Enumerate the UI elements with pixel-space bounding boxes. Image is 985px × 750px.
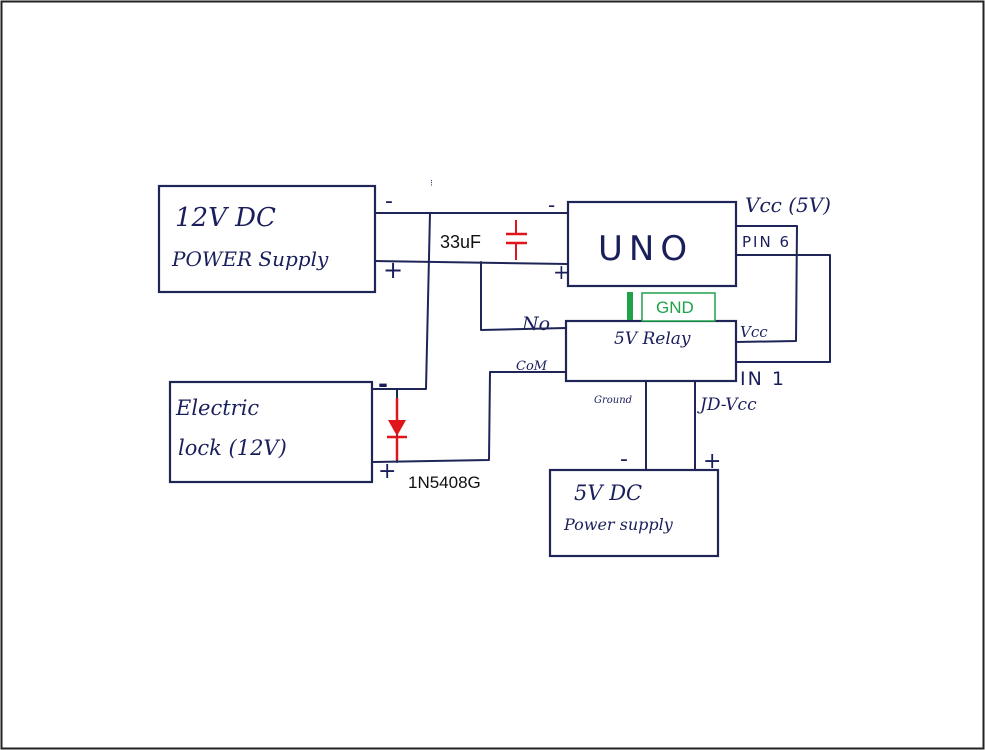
psu-12v-label-2: POWER Supply <box>171 247 329 271</box>
psu-12v-minus: - <box>385 189 393 214</box>
gnd-label: GND <box>656 298 694 317</box>
wire-com-to-lock-plus <box>371 371 567 463</box>
relay-jdvcc-label: JD-Vcc <box>697 395 757 415</box>
gnd-box <box>641 292 716 322</box>
uno-block: UNO Vcc (5V) PIN 6 - + <box>548 193 831 288</box>
relay-ground-label: Ground <box>594 395 632 406</box>
lock-label-1: Electric <box>175 396 259 420</box>
wire-12v-plus-to-uno <box>374 260 569 265</box>
lock-minus: - <box>378 370 388 398</box>
relay-vcc-label: Vcc <box>740 323 768 341</box>
diode-symbol <box>387 398 407 460</box>
psu-5v-minus: - <box>620 447 628 472</box>
wire-plus-to-relay-no <box>480 261 567 331</box>
wire-minus-to-lock <box>371 212 431 390</box>
relay-in1-label: IN 1 <box>740 368 786 390</box>
psu-12v-label-1: 12V DC <box>175 203 276 233</box>
lock-plus: + <box>378 459 396 484</box>
wire-relay-in1-to-uno-pin6 <box>735 254 831 363</box>
relay-no-label: No <box>521 313 550 335</box>
diode-label: 1N5408G <box>408 473 481 492</box>
capacitor-symbol <box>506 220 527 260</box>
gnd-annotation: GND <box>627 292 716 322</box>
stray-mark: ⁝ <box>430 179 433 189</box>
capacitor-label: 33uF <box>440 232 481 252</box>
psu-5v-plus: + <box>703 449 721 474</box>
uno-minus: - <box>548 193 555 217</box>
lock-label-2: lock (12V) <box>178 436 287 460</box>
psu-5v-label-1: 5V DC <box>574 481 642 505</box>
relay-block: 5V Relay No CoM Vcc IN 1 Ground JD-Vcc <box>516 313 786 415</box>
psu-5v-block: 5V DC Power supply - + <box>548 447 721 558</box>
uno-plus: + <box>553 260 570 284</box>
relay-com-label: CoM <box>516 359 548 374</box>
uno-pin6-label: PIN 6 <box>742 233 791 251</box>
electric-lock-block: Electric lock (12V) - + <box>168 370 396 484</box>
wire-relay-vcc-to-uno-vcc <box>735 225 798 343</box>
psu-12v-plus: + <box>383 256 403 284</box>
psu-5v-label-2: Power supply <box>563 515 674 534</box>
uno-vcc-label: Vcc (5V) <box>745 193 831 217</box>
gnd-marker <box>627 292 633 320</box>
uno-label: UNO <box>598 229 693 269</box>
relay-label: 5V Relay <box>614 329 691 349</box>
psu-12v-block: 12V DC POWER Supply - + <box>157 184 403 294</box>
